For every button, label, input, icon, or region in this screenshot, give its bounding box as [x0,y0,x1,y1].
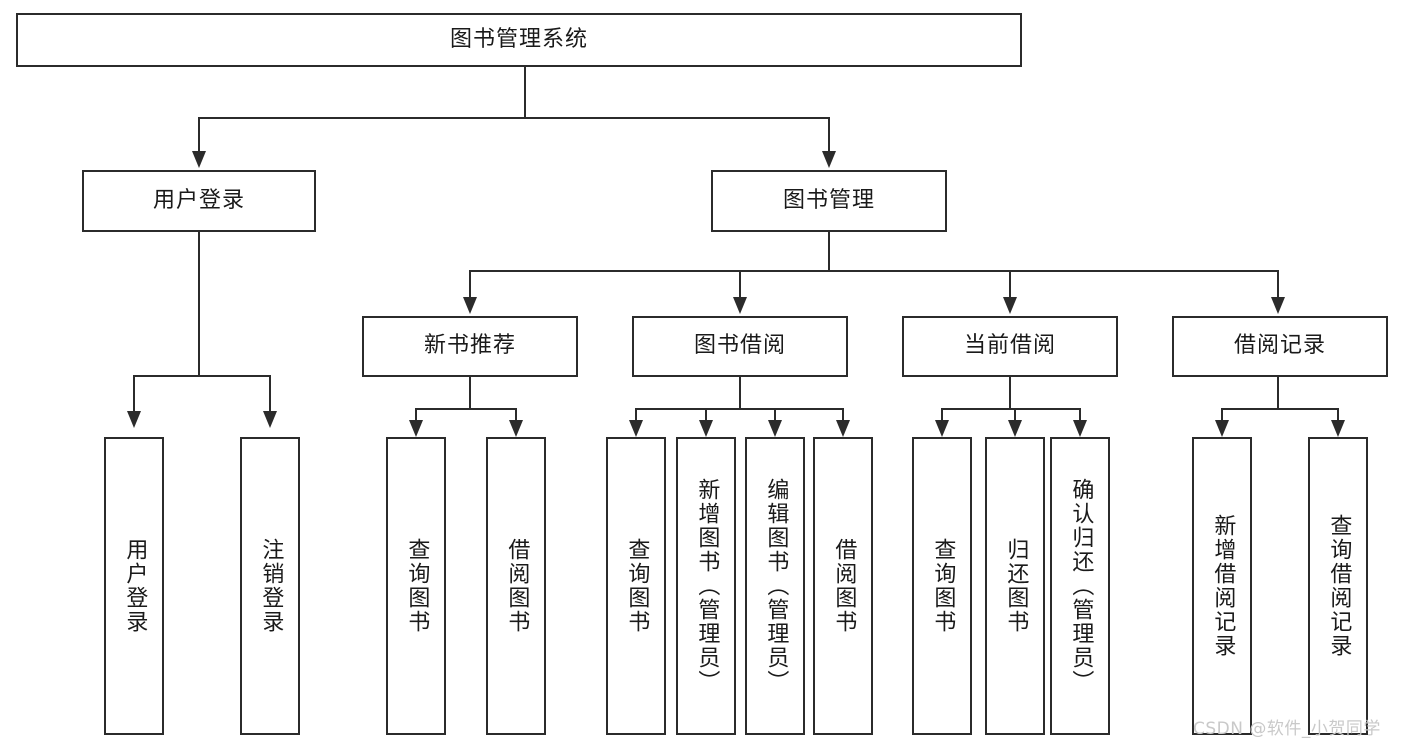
connector-drop-new-book-recommend [469,270,471,299]
leaf-query-book-3[interactable]: 查询图书 [912,437,972,735]
arrowhead-leaf-logout [263,411,277,428]
leaf-label: 借阅图书 [831,538,857,634]
node-book-management[interactable]: 图书管理 [711,170,947,232]
arrowhead-leaf-query-book-2 [629,420,643,437]
connector-drop-leaf-return-book [1014,408,1016,422]
leaf-label: 注销登录 [258,538,284,634]
arrowhead-borrow-records [1271,297,1285,314]
connector-drop-book-management [828,117,830,153]
leaf-label: 新增借阅记录 [1210,514,1236,658]
arrowhead-leaf-user-login [127,411,141,428]
connector-drop-leaf-borrow-book-2 [842,408,844,422]
leaf-label: 查询图书 [404,538,430,634]
connector-user-login-stem [198,232,200,376]
node-label: 图书借阅 [693,333,786,359]
arrowhead-leaf-add-book-admin [699,420,713,437]
connector-drop-current-borrow [1009,270,1011,299]
connector-drop-leaf-logout [269,375,271,413]
connector-drop-leaf-query-book-3 [941,408,943,422]
connector-drop-leaf-user-login [133,375,135,413]
node-label: 图书管理系统 [449,26,588,52]
leaf-borrow-book-1[interactable]: 借阅图书 [486,437,546,735]
arrowhead-leaf-add-borrow-record [1215,420,1229,437]
leaf-label: 归还图书 [1003,538,1029,634]
leaf-label: 查询图书 [624,538,650,634]
arrowhead-book-borrow [733,297,747,314]
connector-root-stem [524,67,526,118]
connector-current-borrow-stem [1009,377,1011,409]
leaf-return-book[interactable]: 归还图书 [985,437,1045,735]
connector-root-bus [198,117,830,119]
leaf-query-book-2[interactable]: 查询图书 [606,437,666,735]
connector-drop-borrow-records [1277,270,1279,299]
connector-drop-user-login [198,117,200,153]
arrowhead-leaf-borrow-book-1 [509,420,523,437]
leaf-logout[interactable]: 注销登录 [240,437,300,735]
leaf-label: 查询借阅记录 [1326,514,1352,658]
connector-drop-book-borrow [739,270,741,299]
arrowhead-leaf-edit-book-admin [768,420,782,437]
node-label: 借阅记录 [1233,333,1326,359]
arrowhead-user-login [192,151,206,168]
connector-borrow-records-bus [1221,408,1338,410]
connector-drop-leaf-edit-book-admin [774,408,776,422]
node-label: 当前借阅 [963,333,1056,359]
node-root[interactable]: 图书管理系统 [16,13,1022,67]
node-label: 新书推荐 [423,333,516,359]
node-borrow-records[interactable]: 借阅记录 [1172,316,1388,377]
node-label: 图书管理 [782,187,875,213]
connector-new-book-recommend-stem [469,377,471,409]
leaf-add-book-admin[interactable]: 新增图书（管理员） [676,437,736,735]
node-book-borrow[interactable]: 图书借阅 [632,316,848,377]
connector-drop-leaf-confirm-return-admin [1079,408,1081,422]
leaf-query-book-1[interactable]: 查询图书 [386,437,446,735]
connector-drop-leaf-query-book-2 [635,408,637,422]
connector-borrow-records-stem [1277,377,1279,409]
node-new-book-recommend[interactable]: 新书推荐 [362,316,578,377]
csdn-watermark: CSDN @软件_小贺同学 [1193,719,1381,739]
leaf-label: 用户登录 [122,538,148,634]
connector-current-borrow-bus [941,408,1080,410]
arrowhead-book-management [822,151,836,168]
leaf-label: 查询图书 [930,538,956,634]
arrowhead-leaf-return-book [1008,420,1022,437]
arrowhead-new-book-recommend [463,297,477,314]
leaf-borrow-book-2[interactable]: 借阅图书 [813,437,873,735]
connector-book-management-stem [828,232,830,271]
leaf-query-borrow-record[interactable]: 查询借阅记录 [1308,437,1368,735]
node-user-login[interactable]: 用户登录 [82,170,316,232]
connector-book-borrow-stem [739,377,741,409]
connector-drop-leaf-add-book-admin [705,408,707,422]
leaf-edit-book-admin[interactable]: 编辑图书（管理员） [745,437,805,735]
connector-drop-leaf-add-borrow-record [1221,408,1223,422]
node-current-borrow[interactable]: 当前借阅 [902,316,1118,377]
connector-drop-leaf-borrow-book-1 [515,408,517,422]
connector-drop-leaf-query-borrow-record [1337,408,1339,422]
arrowhead-leaf-query-book-3 [935,420,949,437]
connector-new-book-recommend-bus [415,408,516,410]
connector-drop-leaf-query-book-1 [415,408,417,422]
connector-user-login-bus [133,375,270,377]
leaf-confirm-return-admin[interactable]: 确认归还（管理员） [1050,437,1110,735]
arrowhead-leaf-query-book-1 [409,420,423,437]
arrowhead-leaf-borrow-book-2 [836,420,850,437]
leaf-label: 新增图书（管理员） [694,478,720,694]
arrowhead-current-borrow [1003,297,1017,314]
leaf-label: 借阅图书 [504,538,530,634]
connector-book-management-bus [469,270,1279,272]
node-label: 用户登录 [152,187,245,213]
arrowhead-leaf-query-borrow-record [1331,420,1345,437]
leaf-add-borrow-record[interactable]: 新增借阅记录 [1192,437,1252,735]
leaf-label: 确认归还（管理员） [1068,478,1094,694]
leaf-label: 编辑图书（管理员） [763,478,789,694]
connector-book-borrow-bus [635,408,844,410]
arrowhead-leaf-confirm-return-admin [1073,420,1087,437]
leaf-user-login[interactable]: 用户登录 [104,437,164,735]
